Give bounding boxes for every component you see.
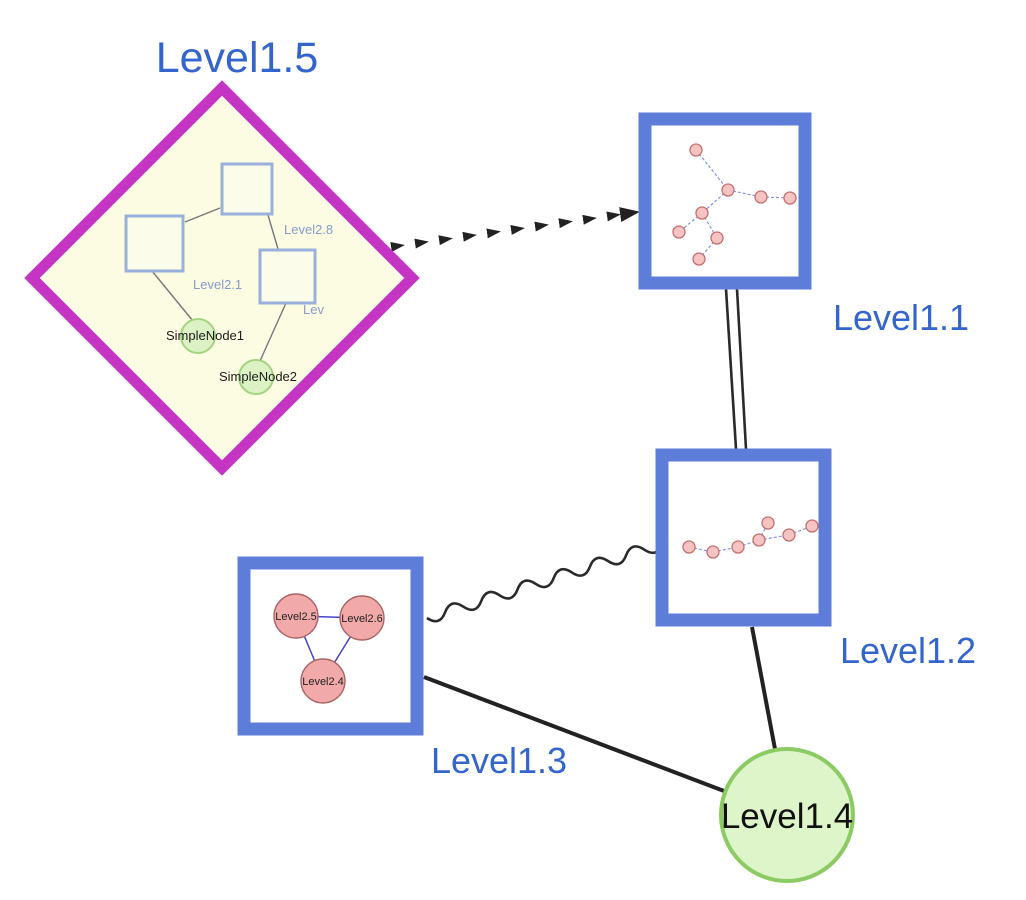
node-simplenode1[interactable] (180, 318, 216, 354)
node-level13-group: Level2.5 Level2.6 Level2.4 (237, 556, 424, 736)
mini-node[interactable] (783, 191, 797, 205)
node-level2-1-square[interactable] (124, 214, 185, 273)
node-level2-clipped-square[interactable] (258, 248, 317, 305)
edge-level13-level14[interactable] (423, 675, 725, 793)
edge-level13-level12-wavy[interactable] (426, 543, 664, 623)
mini-node[interactable] (706, 545, 720, 559)
node-level15-group: Level2.8 Level2.1 Lev SimpleNode1 Simple… (24, 80, 420, 476)
label-level15: Level1.5 (156, 34, 319, 82)
node-level14-circle[interactable] (719, 747, 855, 883)
mini-node[interactable] (805, 519, 819, 533)
label-simplenode1: SimpleNode1 (166, 328, 244, 343)
edge-square-right-simplenode2 (259, 302, 287, 362)
label-level2-6: Level2.6 (341, 613, 383, 625)
level13-mini-graph: Level2.5 Level2.6 Level2.4 (273, 593, 385, 704)
mini-node[interactable] (752, 533, 766, 547)
label-level2-clipped: Lev (303, 302, 324, 317)
double-line-right[interactable] (735, 288, 748, 450)
level11-mini-graph (672, 143, 797, 266)
node-level11-square[interactable] (638, 112, 812, 290)
mini-node[interactable] (710, 231, 724, 245)
label-level2-8: Level2.8 (284, 222, 333, 237)
edge-square-left-simplenode1 (151, 270, 194, 322)
mini-node[interactable] (761, 516, 775, 530)
label-level2-4: Level2.4 (302, 676, 344, 688)
mini-node[interactable] (731, 540, 745, 554)
mini-node[interactable] (754, 190, 768, 204)
label-level2-1: Level2.1 (193, 277, 242, 292)
node-level15-diamond[interactable] (24, 80, 420, 476)
mini-node[interactable] (782, 528, 796, 542)
edges-layer (390, 207, 777, 793)
node-simplenode2[interactable] (238, 359, 274, 395)
mini-node[interactable] (695, 206, 709, 220)
label-level11: Level1.1 (833, 297, 969, 338)
node-level2-6[interactable] (339, 595, 385, 641)
node-level12-square[interactable] (655, 448, 832, 627)
mini-edge (737, 539, 760, 548)
label-level2-5: Level2.5 (275, 611, 317, 623)
mini-node[interactable] (692, 252, 706, 266)
mini-node[interactable] (672, 225, 686, 239)
edge-level11-level12-double[interactable] (724, 288, 748, 450)
node-level13-square[interactable] (237, 556, 424, 736)
label-level12: Level1.2 (840, 630, 976, 671)
mini-node[interactable] (682, 540, 696, 554)
node-level2-8-square[interactable] (220, 162, 274, 216)
node-level2-5[interactable] (273, 593, 319, 639)
mini-edge (695, 149, 729, 191)
label-level13: Level1.3 (431, 740, 567, 781)
mini-node[interactable] (721, 183, 735, 197)
node-level11-group (638, 112, 812, 290)
mini-node[interactable] (689, 143, 703, 157)
label-level14: Level1.4 (721, 797, 853, 836)
node-level12-group (655, 448, 832, 627)
edge-square-top-square-right (267, 214, 279, 250)
label-simplenode2: SimpleNode2 (219, 369, 297, 384)
double-line-left[interactable] (724, 288, 738, 450)
edge-square-top-square-left (184, 207, 221, 223)
node-level2-4[interactable] (300, 658, 346, 704)
edge-level12-level14[interactable] (750, 626, 777, 750)
level12-mini-graph (682, 516, 819, 559)
edge-level15-level11-dashed-arrow[interactable] (390, 207, 640, 252)
